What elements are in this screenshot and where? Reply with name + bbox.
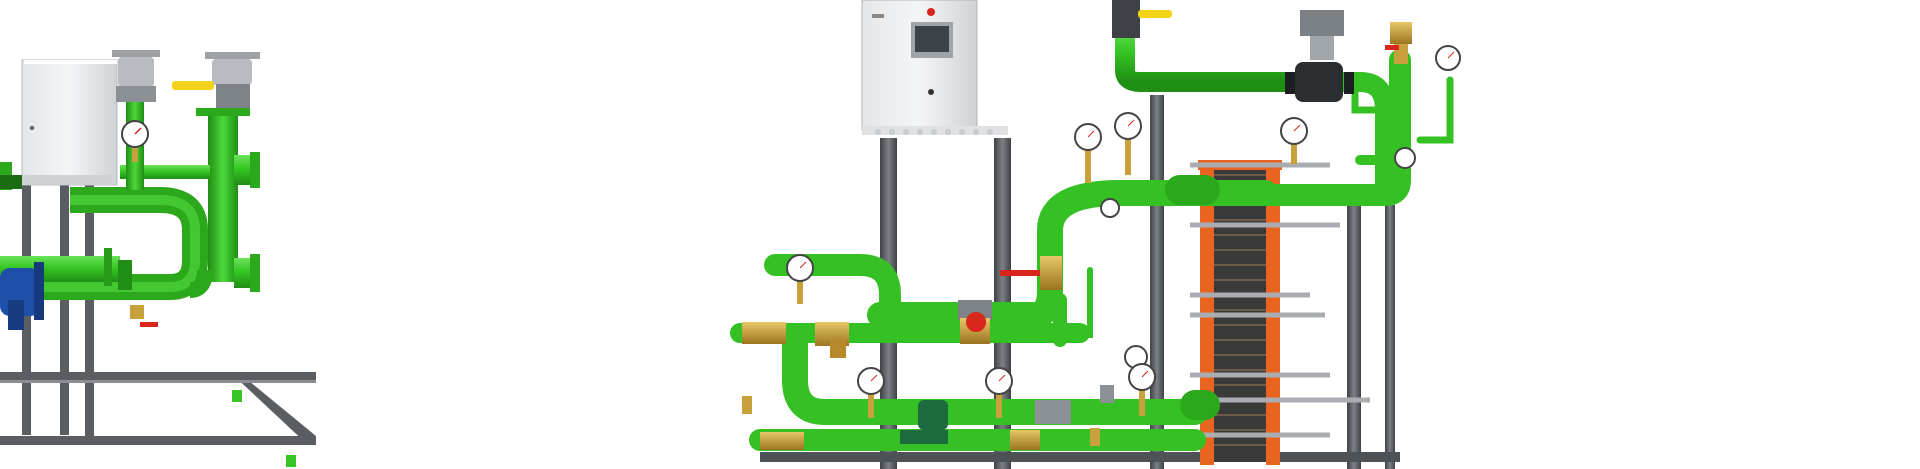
foot-left-2 (286, 455, 296, 467)
pressure-gauge-icon (121, 120, 149, 162)
pump-left (118, 260, 132, 290)
motorized-control-valve (1285, 10, 1354, 102)
heat-exchanger-substation-right (730, 0, 1461, 469)
pressure-gauge-icon (786, 254, 814, 304)
pressure-gauge-icon (857, 367, 885, 418)
ball-valve-left-1 (112, 50, 160, 102)
control-cabinet-left (12, 59, 118, 186)
pressure-gauge-icon (1435, 45, 1461, 71)
strainer-brass (742, 322, 849, 358)
pressure-gauge-icon (1128, 363, 1156, 416)
balancing-valve-red (958, 300, 992, 344)
tie-rods (1190, 162, 1370, 438)
control-cabinet-right (861, 0, 1008, 135)
pressure-gauge-icon (1114, 112, 1142, 175)
steel-frame-left (0, 185, 316, 445)
pressure-gauge-icon (1100, 198, 1120, 218)
grey-fitting (1035, 385, 1114, 424)
flange-left (104, 248, 112, 286)
pipe-manifold-unit-left (0, 50, 316, 467)
pipe-end-left (0, 175, 22, 189)
pressure-gauge-icon (1074, 123, 1102, 183)
pressure-gauge-icon (985, 367, 1013, 418)
brass-fittings-bottom (742, 396, 1100, 450)
blue-strainer (0, 262, 44, 330)
pressure-gauge-icon (1280, 117, 1308, 164)
brass-fitting-left (130, 305, 144, 319)
pump-dark (900, 400, 948, 444)
foot-left-1 (232, 390, 242, 402)
green-pipes-right (730, 15, 1454, 451)
brass-fittings-top-right (1385, 22, 1412, 64)
plate-heat-exchanger (1190, 160, 1370, 465)
pressure-gauge-icon (1394, 147, 1416, 169)
red-handle-left (140, 322, 158, 327)
ball-valve-top-right (1112, 0, 1172, 38)
ball-valve-left-2 (172, 52, 260, 108)
gate-valve-red-handle (1000, 256, 1062, 290)
